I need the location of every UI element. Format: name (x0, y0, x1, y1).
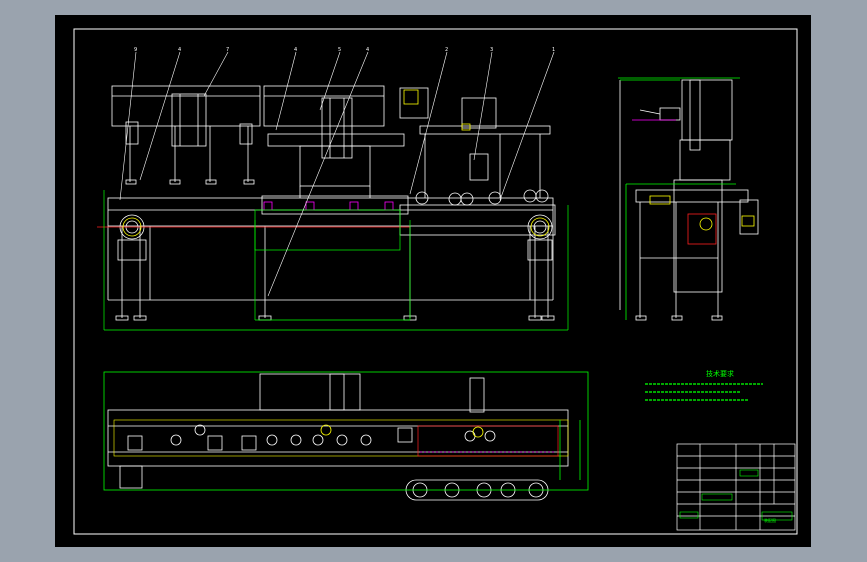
top-view (107, 373, 569, 501)
technical-requirements: 技术要求 (645, 370, 795, 413)
title-block-accents (679, 469, 793, 521)
notes-text-lines (645, 380, 795, 413)
balloon-5: 5 (338, 47, 341, 53)
title-block-heading: 装配图 (764, 518, 776, 523)
side-view (619, 79, 759, 321)
balloon-3: 7 (226, 47, 229, 53)
drawing-sheet (55, 15, 811, 547)
leader-lines (119, 51, 555, 297)
balloon-2: 4 (178, 47, 181, 53)
balloon-6: 4 (366, 47, 369, 53)
notes-title: 技术要求 (706, 370, 734, 378)
front-view (107, 85, 556, 321)
balloon-7: 2 (445, 47, 448, 53)
balloon-9: 1 (552, 47, 555, 53)
top-view-accents (103, 371, 589, 491)
balloons: 9 4 7 4 5 4 2 3 1 (134, 47, 555, 53)
balloon-4: 4 (294, 47, 297, 53)
title-block (676, 443, 796, 531)
front-view-dimensions (103, 190, 569, 331)
side-view-accents (618, 77, 755, 320)
inner-border (73, 28, 798, 535)
balloon-8: 3 (490, 47, 493, 53)
balloon-1: 9 (134, 47, 137, 53)
